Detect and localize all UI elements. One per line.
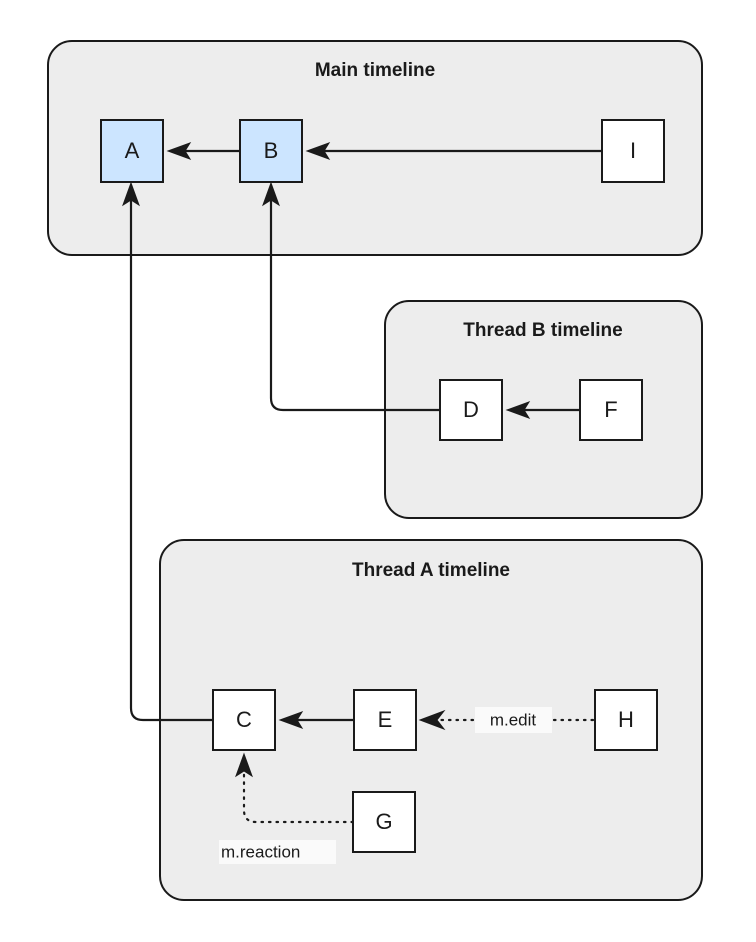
- node-b[interactable]: B: [239, 119, 303, 183]
- edge-h-to-e-label: m.edit: [490, 710, 537, 729]
- node-e-box: [353, 689, 417, 751]
- node-b-label: B: [264, 138, 279, 163]
- node-f-box: [579, 379, 643, 441]
- edge-d-to-b[interactable]: [262, 181, 440, 412]
- edge-g-to-c-label: m.reaction: [221, 842, 300, 861]
- node-a-label: A: [125, 138, 140, 163]
- edge-d-to-b-arrowhead: [262, 181, 280, 207]
- node-g-label: G: [375, 809, 392, 834]
- node-e-label: E: [378, 707, 393, 732]
- node-c-box: [212, 689, 276, 751]
- edge-c-to-a-arrowhead: [122, 181, 140, 207]
- node-d-label: D: [463, 397, 479, 422]
- node-h-label: H: [618, 707, 634, 732]
- node-d[interactable]: D: [439, 379, 503, 441]
- edge-g-to-c-arrowhead: [235, 752, 253, 778]
- edge-g-to-c-label-halo: [219, 840, 336, 864]
- group-main-timeline-box: [47, 40, 703, 256]
- node-c[interactable]: C: [212, 689, 276, 751]
- edge-b-to-a[interactable]: [166, 142, 240, 160]
- node-d-box: [439, 379, 503, 441]
- edge-e-to-c-arrowhead: [278, 711, 304, 729]
- edge-d-to-b-path: [269, 191, 440, 412]
- edge-f-to-d[interactable]: [505, 401, 580, 419]
- edge-h-to-e-label-halo: [475, 707, 552, 733]
- edge-h-to-e-arrowhead: [418, 709, 446, 731]
- node-h-box: [594, 689, 658, 751]
- edge-b-to-a-arrowhead: [166, 142, 192, 160]
- edge-i-to-b-arrowhead: [305, 142, 331, 160]
- nodes-layer: A B I D F C: [100, 119, 665, 853]
- edge-g-to-c[interactable]: m.reaction: [219, 752, 355, 864]
- node-i-label: I: [630, 138, 636, 163]
- node-f[interactable]: F: [579, 379, 643, 441]
- group-thread-a-timeline-title: Thread A timeline: [352, 560, 510, 581]
- group-main-timeline[interactable]: Main timeline: [47, 40, 703, 256]
- node-b-box: [239, 119, 303, 183]
- node-c-label: C: [236, 707, 252, 732]
- edges-layer: m.edit m.reaction: [122, 142, 602, 864]
- node-a[interactable]: A: [100, 119, 164, 183]
- node-g-box: [352, 791, 416, 853]
- node-a-box: [100, 119, 164, 183]
- edge-f-to-d-arrowhead: [505, 401, 531, 419]
- edge-c-to-a[interactable]: [122, 181, 213, 722]
- group-thread-b-timeline-title: Thread B timeline: [463, 320, 622, 341]
- node-e[interactable]: E: [353, 689, 417, 751]
- group-main-timeline-title: Main timeline: [315, 60, 435, 81]
- node-h[interactable]: H: [594, 689, 658, 751]
- edge-e-to-c[interactable]: [278, 711, 354, 729]
- edge-h-to-e[interactable]: m.edit: [418, 707, 595, 733]
- node-i[interactable]: I: [601, 119, 665, 183]
- edge-i-to-b[interactable]: [305, 142, 602, 160]
- edge-g-to-c-path: [242, 760, 355, 824]
- edge-c-to-a-path: [129, 191, 213, 722]
- node-f-label: F: [604, 397, 617, 422]
- node-g[interactable]: G: [352, 791, 416, 853]
- node-i-box: [601, 119, 665, 183]
